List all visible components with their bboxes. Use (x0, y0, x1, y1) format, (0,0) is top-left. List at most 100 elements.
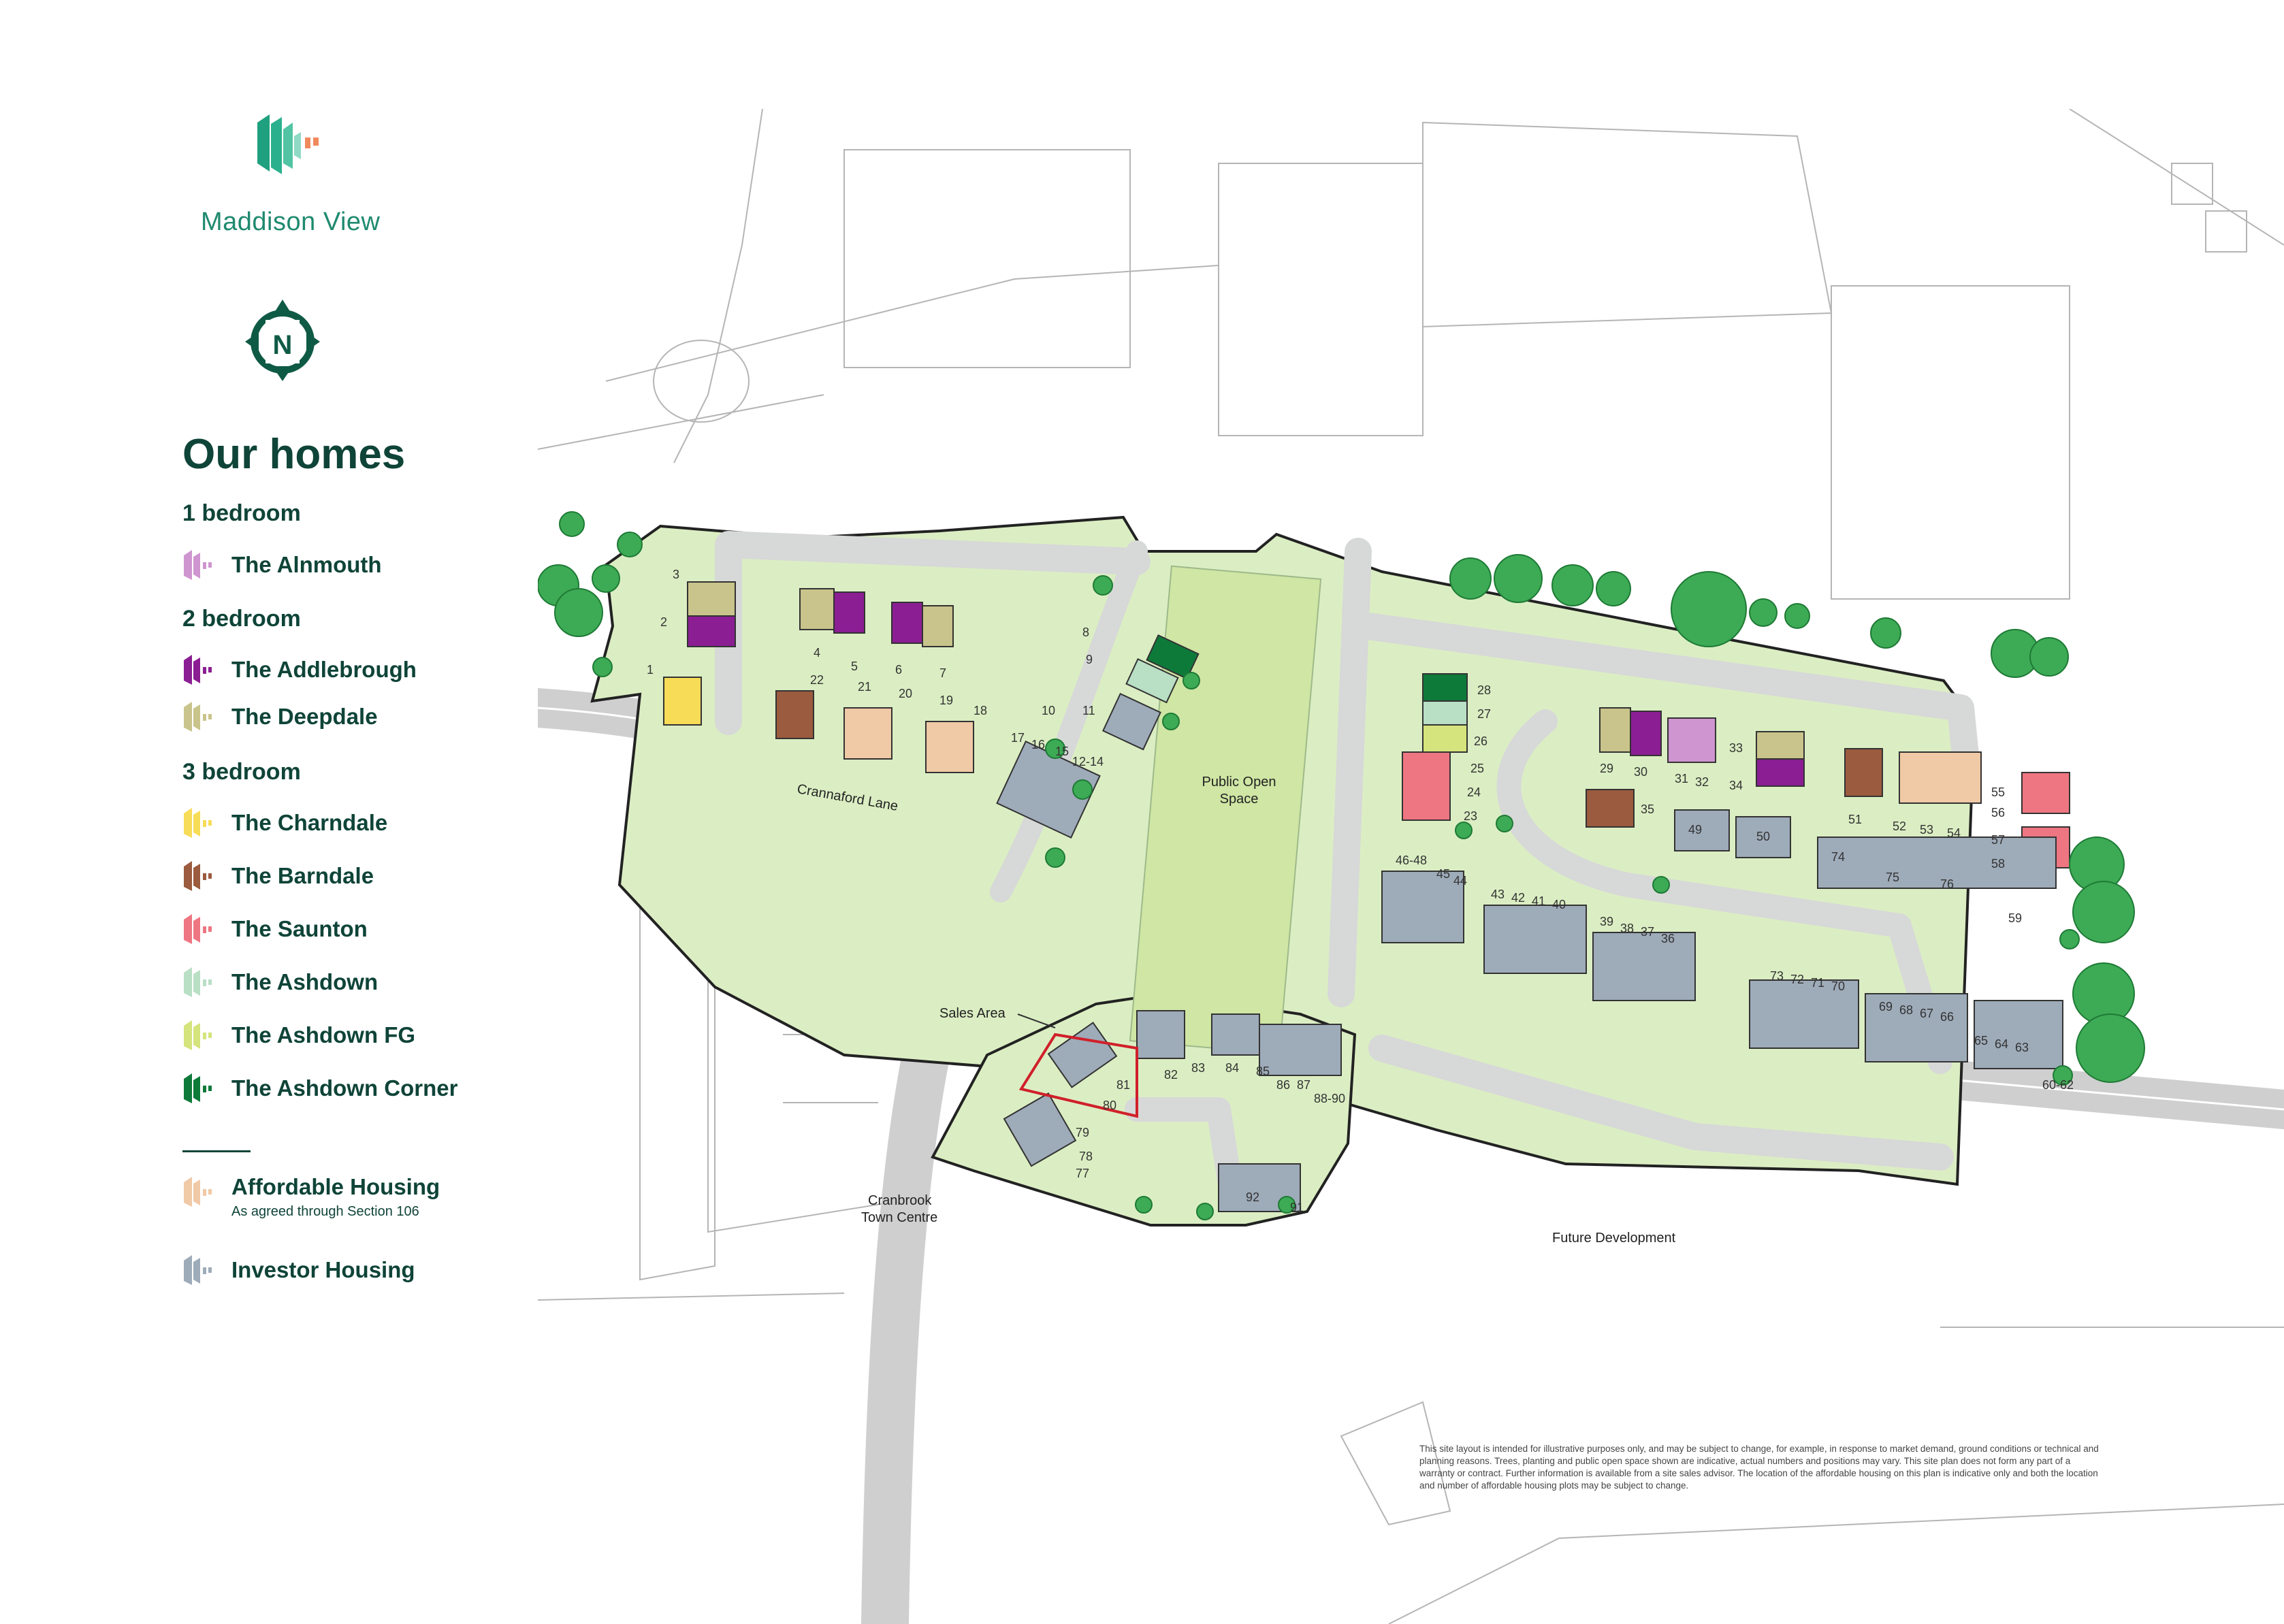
svg-text:91: 91 (1290, 1201, 1304, 1214)
svg-text:52: 52 (1893, 819, 1906, 833)
house-swatch-icon (184, 550, 212, 580)
svg-text:15: 15 (1055, 745, 1069, 758)
svg-text:19: 19 (939, 694, 953, 707)
brand-name: Maddison View (201, 208, 381, 236)
svg-text:73: 73 (1770, 969, 1784, 983)
house-investor (1483, 905, 1587, 974)
svg-text:57: 57 (1991, 833, 2005, 847)
house-affordable (843, 707, 892, 760)
svg-text:10: 10 (1042, 704, 1055, 717)
legend-label: Investor Housing (231, 1257, 415, 1282)
svg-text:40: 40 (1552, 898, 1566, 911)
svg-text:34: 34 (1729, 779, 1743, 792)
svg-text:24: 24 (1467, 785, 1481, 799)
house-swatch-icon (184, 808, 212, 838)
north-compass-icon: N (245, 299, 320, 381)
svg-text:70: 70 (1831, 979, 1845, 993)
disclaimer-text: This site layout is intended for illustr… (1419, 1444, 2099, 1491)
svg-text:82: 82 (1164, 1068, 1178, 1082)
svg-text:66: 66 (1940, 1010, 1954, 1024)
svg-text:16: 16 (1031, 738, 1045, 751)
house-deepdale (1599, 707, 1631, 753)
svg-text:50: 50 (1756, 830, 1770, 843)
legend-label: The Charndale (231, 810, 388, 835)
house-addlebrough (1630, 711, 1662, 756)
svg-text:33: 33 (1729, 741, 1743, 755)
house-investor (1865, 993, 1968, 1062)
house-addlebrough (833, 591, 865, 634)
house-deepdale (687, 581, 736, 617)
svg-text:25: 25 (1470, 762, 1484, 775)
house-ashdown-corner (1146, 634, 1200, 680)
legend-item-alnmouth: The Alnmouth (182, 547, 382, 583)
house-addlebrough (1756, 758, 1805, 787)
house-investor (1003, 1092, 1077, 1167)
house-ashdown-corner (1422, 673, 1468, 702)
sales-area-pointer (1017, 1013, 1056, 1028)
legend-panel: Maddison View N Our homes 1 bedroom The … (0, 0, 517, 1624)
compass-label: N (273, 330, 293, 360)
house-investor (1101, 692, 1161, 751)
legend-label: The Barndale (231, 863, 374, 888)
svg-text:28: 28 (1477, 683, 1491, 697)
label-sales-area: Sales Area (939, 1006, 1006, 1021)
svg-text:6: 6 (895, 663, 902, 677)
svg-text:4: 4 (814, 646, 820, 660)
legend-label: The Ashdown FG (231, 1022, 416, 1048)
legend-group-1-bedroom: 1 bedroom (182, 500, 301, 526)
legend-item-addlebrough: The Addlebrough (182, 652, 417, 687)
svg-text:87: 87 (1297, 1078, 1310, 1092)
svg-text:7: 7 (939, 666, 946, 680)
svg-text:56: 56 (1991, 806, 2005, 819)
svg-text:45: 45 (1436, 867, 1450, 881)
svg-text:81: 81 (1116, 1078, 1130, 1092)
svg-text:51: 51 (1848, 813, 1862, 826)
house-investor (1749, 979, 1859, 1049)
house-barndale (775, 690, 814, 739)
svg-text:60-62: 60-62 (2042, 1078, 2074, 1092)
legend-label: The Deepdale (231, 704, 378, 729)
svg-text:84: 84 (1225, 1061, 1239, 1075)
svg-text:23: 23 (1464, 809, 1477, 823)
legend-label-affordable: Affordable Housing As agreed through Sec… (231, 1174, 440, 1220)
legend-group-3-bedroom: 3 bedroom (182, 759, 301, 785)
house-investor (1674, 809, 1730, 851)
svg-text:75: 75 (1886, 871, 1899, 884)
legend-label: The Alnmouth (231, 552, 382, 577)
maddison-view-logo-icon (257, 114, 319, 174)
svg-text:72: 72 (1790, 973, 1804, 986)
house-barndale (1844, 748, 1883, 797)
svg-text:9: 9 (1086, 653, 1093, 666)
house-saunton (2021, 772, 2070, 814)
legend-item-deepdale: The Deepdale (182, 699, 378, 734)
svg-text:58: 58 (1991, 857, 2005, 871)
legend-group-2-bedroom: 2 bedroom (182, 606, 301, 632)
house-deepdale (922, 605, 954, 647)
legend-item-ashdown: The Ashdown (182, 964, 378, 1000)
svg-text:65: 65 (1974, 1034, 1988, 1048)
house-swatch-icon (184, 967, 212, 997)
svg-text:88-90: 88-90 (1314, 1092, 1345, 1105)
svg-text:68: 68 (1899, 1003, 1913, 1017)
svg-text:32: 32 (1695, 775, 1709, 789)
svg-text:77: 77 (1076, 1167, 1089, 1180)
legend-label: The Ashdown (231, 969, 379, 994)
affordable-label: Affordable Housing (231, 1174, 440, 1199)
svg-text:69: 69 (1879, 1000, 1893, 1013)
svg-text:29: 29 (1600, 762, 1613, 775)
house-addlebrough (891, 602, 923, 644)
svg-text:37: 37 (1641, 925, 1654, 939)
house-swatch-icon (184, 1177, 212, 1207)
svg-text:39: 39 (1600, 915, 1613, 928)
house-investor (996, 740, 1101, 839)
svg-text:76: 76 (1940, 877, 1954, 891)
house-deepdale (1756, 731, 1805, 760)
trees (538, 511, 2145, 1220)
svg-text:92: 92 (1246, 1190, 1259, 1204)
svg-text:49: 49 (1688, 823, 1702, 837)
houses (663, 581, 2070, 1212)
svg-text:83: 83 (1191, 1061, 1205, 1075)
svg-text:36: 36 (1661, 932, 1675, 945)
